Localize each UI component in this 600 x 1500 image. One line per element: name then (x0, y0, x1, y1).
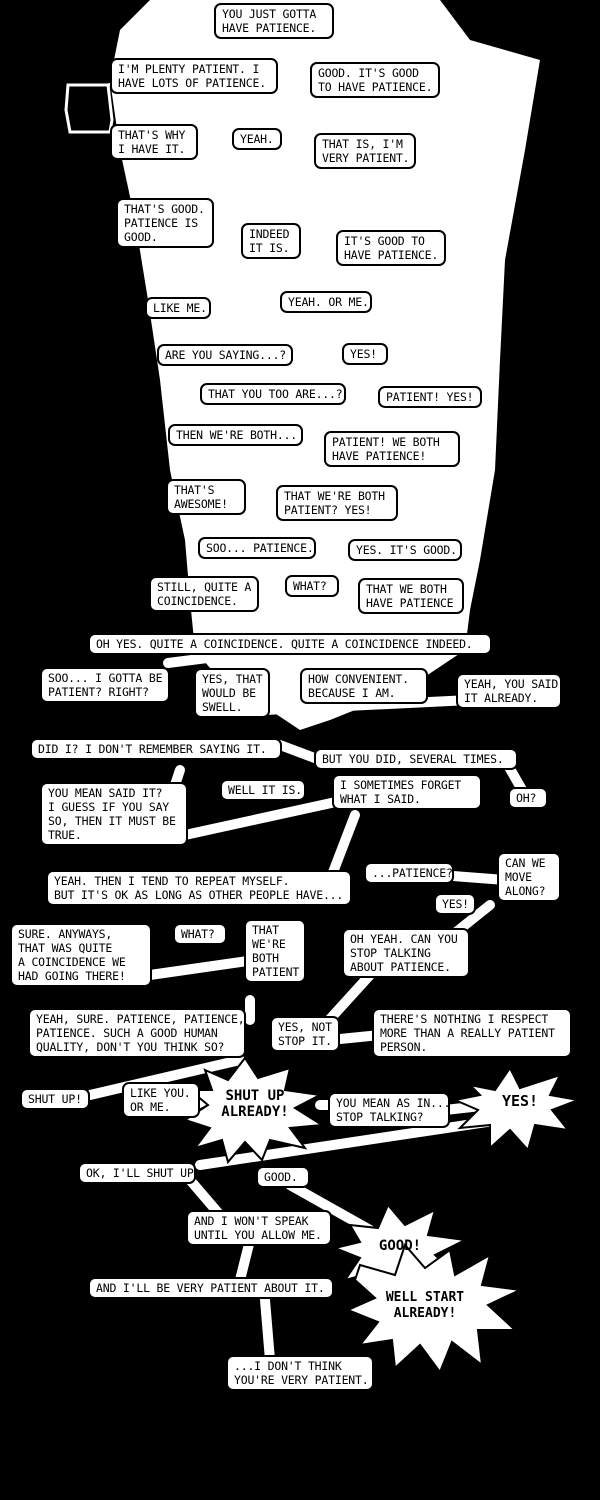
burst-text-yes: YES! (501, 1092, 539, 1110)
bubble-i-dont-think-youre-very-patient: ...I DON'T THINK YOU'RE VERY PATIENT. (226, 1355, 374, 1391)
bubble-yes-that-would-be-swell: YES, THAT WOULD BE SWELL. (194, 668, 270, 718)
bubble-can-we-move-along: CAN WE MOVE ALONG? (497, 852, 561, 902)
bubble-and-i-wont-speak: AND I WON'T SPEAK UNTIL YOU ALLOW ME. (186, 1210, 332, 1246)
burst-text-good: GOOD! (378, 1238, 422, 1254)
bubble-oh-yeah-can-you-stop: OH YEAH. CAN YOU STOP TALKING ABOUT PATI… (342, 928, 470, 978)
bubble-ok-ill-shut-up: OK, I'LL SHUT UP. (78, 1162, 201, 1184)
bubble-but-you-did-several-times: BUT YOU DID, SEVERAL TIMES. (314, 748, 518, 770)
bubble-oh: OH? (508, 787, 548, 809)
bubble-theres-nothing-i-respect: THERE'S NOTHING I RESPECT MORE THAN A RE… (372, 1008, 572, 1058)
bubble-that-you-too-are: THAT YOU TOO ARE...? (200, 383, 346, 405)
bubble-what-1: WHAT? (285, 575, 339, 597)
bubble-patient-we-both-have: PATIENT! WE BOTH HAVE PATIENCE! (324, 431, 460, 467)
bubble-soo-i-gotta-be-patient: SOO... I GOTTA BE PATIENT? RIGHT? (40, 667, 170, 703)
bubble-what-2: WHAT? (173, 923, 227, 945)
bubble-yes-2: YES! (434, 893, 476, 915)
burst-well-start-already (345, 1243, 524, 1375)
bubble-good-1: GOOD. (256, 1166, 310, 1188)
bubble-yes-its-good: YES. IT'S GOOD. (348, 539, 462, 561)
bubble-patient-yes: PATIENT! YES! (378, 386, 482, 408)
bubble-oh-yes-quite-a-coincidence: OH YES. QUITE A COINCIDENCE. QUITE A COI… (88, 633, 492, 655)
bubble-patience-question: ...PATIENCE? (364, 862, 454, 884)
bubble-its-good-to-have-patience: IT'S GOOD TO HAVE PATIENCE. (336, 230, 446, 266)
bubble-im-plenty-patient: I'M PLENTY PATIENT. I HAVE LOTS OF PATIE… (110, 58, 278, 94)
bubble-thats-good-patience: THAT'S GOOD. PATIENCE IS GOOD. (116, 198, 214, 248)
bubble-soo-patience: SOO... PATIENCE. (198, 537, 316, 559)
bubble-you-mean-as-in-stop-talking: YOU MEAN AS IN... STOP TALKING? (328, 1092, 451, 1128)
bubble-shut-up: SHUT UP! (20, 1088, 90, 1110)
burst-text-shut-up-already: SHUT UP ALREADY! (221, 1088, 289, 1120)
bubble-yeah-sure-patience-patience: YEAH, SURE. PATIENCE, PATIENCE, PATIENCE… (28, 1008, 246, 1058)
bubble-yes-1: YES! (342, 343, 388, 365)
bubble-yes-not-stop-it: YES, NOT STOP IT. (270, 1016, 340, 1052)
bubble-sure-anyways-coincidence: SURE. ANYWAYS, THAT WAS QUITE A COINCIDE… (10, 923, 152, 987)
bubble-thats-awesome: THAT'S AWESOME! (166, 479, 246, 515)
bubble-good-its-good: GOOD. IT'S GOOD TO HAVE PATIENCE. (310, 62, 440, 98)
bubble-that-is-im-very-patient: THAT IS, I'M VERY PATIENT. (314, 133, 416, 169)
burst-text-well-start-already: WELL START ALREADY! (385, 1290, 465, 1321)
bubble-you-mean-said-it: YOU MEAN SAID IT? I GUESS IF YOU SAY SO,… (40, 782, 188, 846)
bubble-that-were-both-patient: THAT WE'RE BOTH PATIENT? YES! (276, 485, 398, 521)
bubble-thats-why-i-have-it: THAT'S WHY I HAVE IT. (110, 124, 198, 160)
bubble-and-ill-be-very-patient: AND I'LL BE VERY PATIENT ABOUT IT. (88, 1277, 334, 1299)
bubble-i-sometimes-forget: I SOMETIMES FORGET WHAT I SAID. (332, 774, 482, 810)
bubble-indeed-it-is: INDEED IT IS. (241, 223, 301, 259)
bubble-well-it-is: WELL IT IS. (220, 779, 306, 801)
bubble-how-convenient: HOW CONVENIENT. BECAUSE I AM. (300, 668, 428, 704)
bubble-that-were-both-patient-2: THAT WE'RE BOTH PATIENT (244, 919, 306, 983)
bubble-yeah: YEAH. (232, 128, 282, 150)
bubble-still-quite-a-coincidence: STILL, QUITE A COINCIDENCE. (149, 576, 259, 612)
bubble-you-just-gotta-have-patience: YOU JUST GOTTA HAVE PATIENCE. (214, 3, 334, 39)
bubble-yeah-then-i-tend-to-repeat: YEAH. THEN I TEND TO REPEAT MYSELF. BUT … (46, 870, 352, 906)
bubble-like-you-or-me: LIKE YOU. OR ME. (122, 1082, 200, 1118)
bubble-like-me: LIKE ME. (145, 297, 211, 319)
bubble-are-you-saying: ARE YOU SAYING...? (157, 344, 293, 366)
bubble-that-we-both-have-patience: THAT WE BOTH HAVE PATIENCE (358, 578, 464, 614)
bubble-did-i-i-dont-remember: DID I? I DON'T REMEMBER SAYING IT. (30, 738, 282, 760)
bubble-yeah-or-me: YEAH. OR ME. (280, 291, 372, 313)
bubble-then-were-both: THEN WE'RE BOTH... (168, 424, 303, 446)
burst-yes (451, 1066, 582, 1153)
bubble-yeah-you-said-it-already: YEAH, YOU SAID IT ALREADY. (456, 673, 562, 709)
